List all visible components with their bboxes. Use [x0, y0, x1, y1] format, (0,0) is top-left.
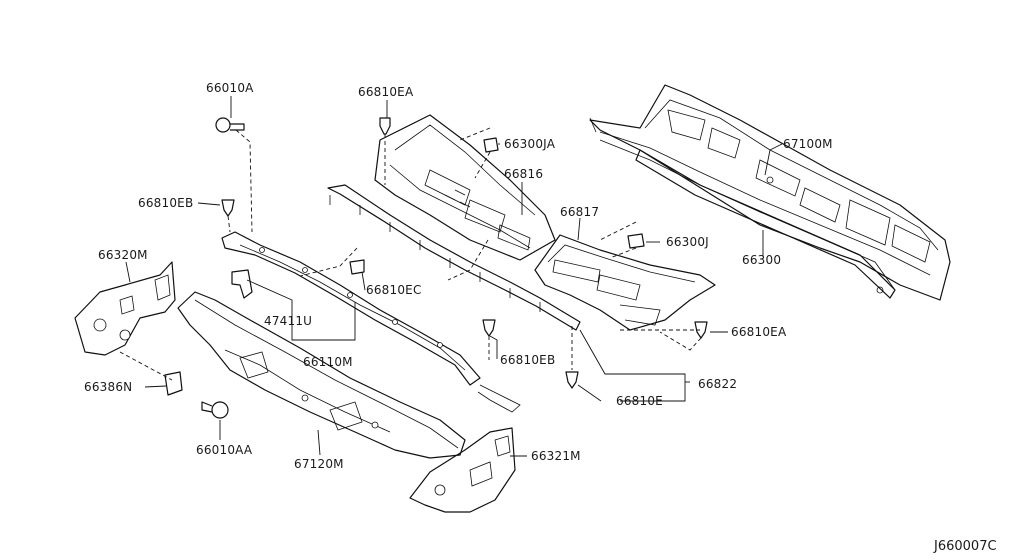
part-66110m-drawing — [221, 231, 521, 413]
label-66010aa: 66010AA — [196, 443, 253, 457]
part-66321m-drawing — [409, 427, 516, 513]
clip-66810ea-right — [694, 321, 708, 339]
label-67100m: 67100M — [783, 137, 833, 151]
label-66300ja: 66300JA — [504, 137, 556, 151]
clip-66300ja — [483, 137, 499, 153]
bolt-66010a — [215, 117, 245, 133]
label-66816: 66816 — [504, 167, 543, 181]
label-66010a: 66010A — [206, 81, 254, 95]
part-67100m-drawing — [589, 84, 951, 301]
label-66110m: 66110M — [303, 355, 353, 369]
bolt-66010aa — [201, 401, 229, 419]
label-47411u: 47411U — [264, 314, 312, 328]
label-66300: 66300 — [742, 253, 781, 267]
label-66810e: 66810E — [616, 394, 663, 408]
label-66810ea-right: 66810EA — [731, 325, 787, 339]
part-66817-drawing — [534, 234, 716, 331]
part-47411u-drawing — [231, 269, 253, 299]
label-67120m: 67120M — [294, 457, 344, 471]
clip-66810ea-top — [379, 117, 391, 135]
label-66300j: 66300J — [666, 235, 709, 249]
part-66300-drawing — [635, 149, 896, 299]
clip-66810eb-mid — [482, 319, 496, 337]
part-66816-drawing — [374, 114, 556, 261]
label-66822: 66822 — [698, 377, 737, 391]
label-66810eb-mid: 66810EB — [500, 353, 555, 367]
part-67120m-drawing — [177, 291, 466, 459]
clip-66386n — [164, 371, 183, 396]
label-66321m: 66321M — [531, 449, 581, 463]
diagram-code: J660007C — [933, 539, 997, 554]
label-66810ec: 66810EC — [366, 283, 422, 297]
part-66822-drawing — [327, 184, 581, 331]
label-66810ea-top: 66810EA — [358, 85, 414, 99]
part-66320m-drawing — [74, 261, 176, 356]
clip-66810e — [565, 371, 579, 389]
clip-66810ec — [349, 259, 365, 275]
leader-lines — [125, 96, 783, 457]
label-66320m: 66320M — [98, 248, 148, 262]
label-66810eb-left: 66810EB — [138, 196, 193, 210]
clip-66810eb-left — [221, 199, 235, 217]
label-66386n: 66386N — [84, 380, 132, 394]
dashed-locators — [119, 127, 702, 381]
label-66817: 66817 — [560, 205, 599, 219]
clip-66300j — [627, 233, 645, 249]
